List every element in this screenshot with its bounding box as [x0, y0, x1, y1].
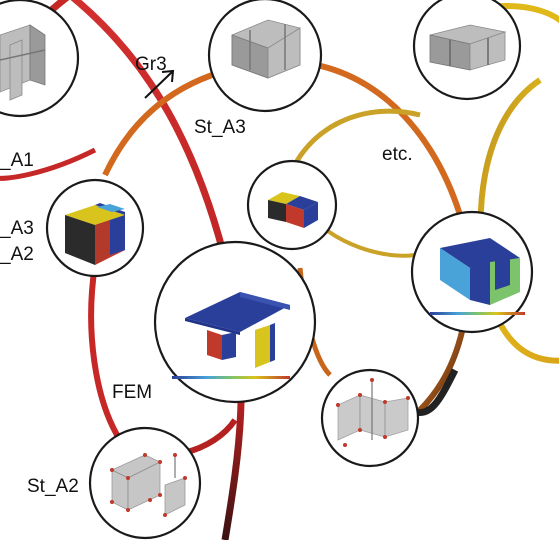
color-block-model-icon [268, 192, 318, 228]
node-middle-blocks[interactable] [246, 159, 338, 251]
wireframe-model-icon [336, 378, 410, 447]
arrow-icon [144, 69, 175, 99]
label-a2: _A2 [0, 244, 34, 265]
wireframe-model-icon [110, 453, 187, 517]
node-st-a3[interactable] [207, 0, 323, 113]
node-top-right[interactable] [412, 0, 522, 101]
wall-model-icon [0, 24, 46, 101]
label-gr3: Gr3 [135, 54, 167, 75]
color-block-model-icon [65, 203, 125, 265]
label-st-a2: St_A2 [27, 476, 79, 497]
node-st-a1[interactable] [0, 0, 80, 118]
node-a3-a2[interactable] [45, 178, 145, 278]
wall-model-icon [231, 19, 301, 79]
wall-model-icon [429, 24, 507, 71]
node-right-fem[interactable] [410, 210, 534, 334]
node-lower-right[interactable] [320, 368, 420, 468]
node-fem-center[interactable] [153, 240, 317, 404]
label-a3: _A3 [0, 218, 34, 239]
node-st-a2[interactable] [88, 426, 202, 540]
red-ring-lower-left [88, 264, 123, 442]
red-ring-upper-left [0, 147, 97, 181]
label-st-a1: _A1 [0, 150, 34, 171]
label-fem: FEM [112, 382, 152, 403]
label-st-a3: St_A3 [194, 117, 246, 138]
label-etc: etc. [382, 144, 413, 165]
fem-surface-model-icon [172, 292, 290, 379]
fem-surface-model-icon [430, 238, 525, 315]
